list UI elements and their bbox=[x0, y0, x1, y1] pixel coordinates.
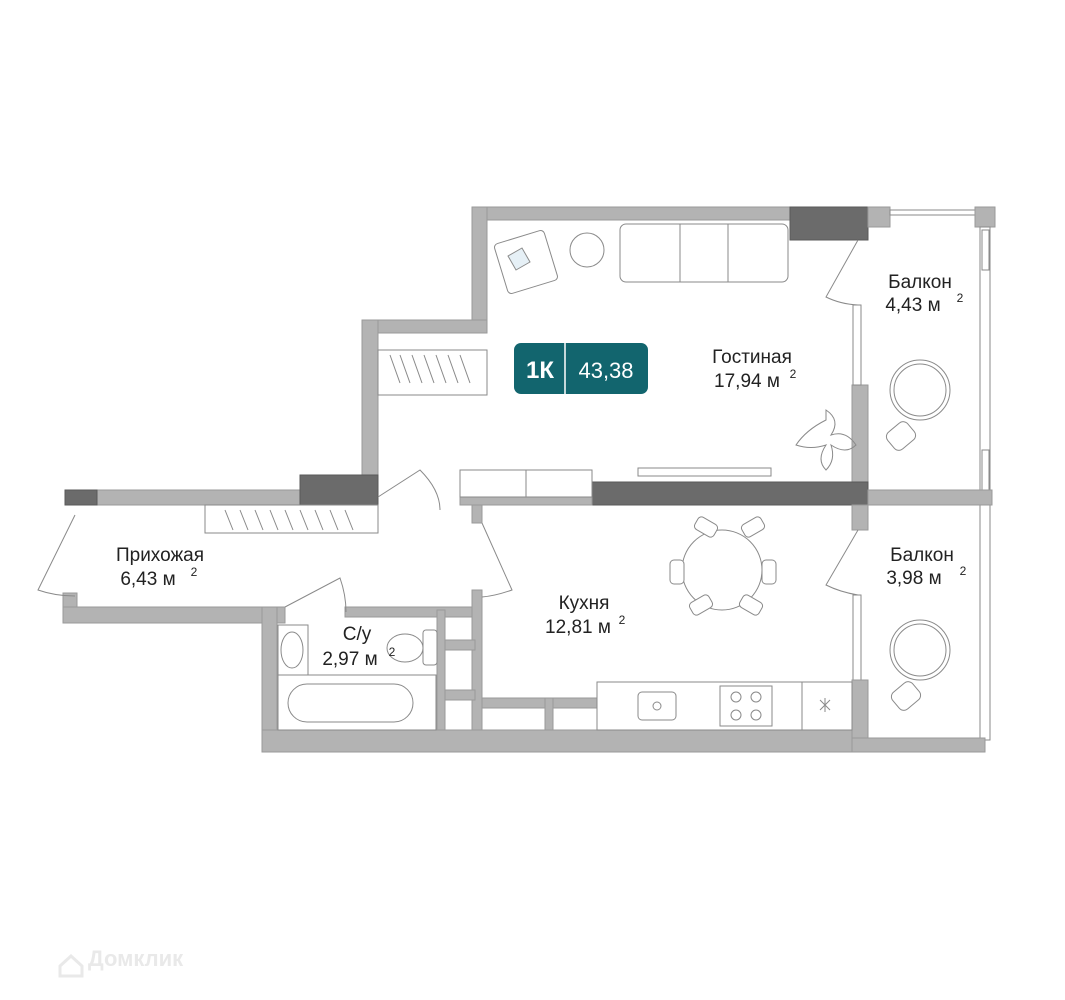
room-label-kitchen: Кухня 12,81 м 2 bbox=[545, 593, 626, 638]
room-name: Прихожая bbox=[116, 545, 204, 566]
unit-superscript: 2 bbox=[790, 367, 797, 381]
unit-superscript: 2 bbox=[191, 565, 198, 579]
room-area: 2,97 м bbox=[322, 649, 377, 670]
room-label-balcony-1: Балкон 4,43 м 2 bbox=[885, 272, 963, 316]
room-label-living: Гостиная 17,94 м 2 bbox=[712, 347, 797, 392]
apartment-badge: 1К 43,38 bbox=[514, 343, 648, 394]
room-name: Кухня bbox=[559, 593, 610, 614]
room-name: Балкон bbox=[888, 272, 952, 293]
unit-superscript: 2 bbox=[960, 564, 967, 578]
room-name: Балкон bbox=[890, 545, 954, 566]
watermark-text: Домклик bbox=[88, 946, 184, 971]
room-count: 1К bbox=[526, 357, 554, 384]
total-area: 43,38 bbox=[578, 358, 633, 383]
room-name: Гостиная bbox=[712, 347, 792, 368]
room-area: 12,81 м bbox=[545, 617, 611, 638]
unit-superscript: 2 bbox=[619, 613, 626, 627]
house-icon bbox=[58, 953, 84, 978]
watermark: Домклик bbox=[58, 946, 184, 978]
room-label-hallway: Прихожая 6,43 м 2 bbox=[116, 545, 204, 590]
room-label-bathroom: С/у 2,97 м 2 bbox=[322, 624, 395, 670]
unit-superscript: 2 bbox=[957, 291, 964, 305]
doors bbox=[37, 239, 859, 613]
unit-superscript: 2 bbox=[389, 645, 396, 659]
room-area: 17,94 м bbox=[714, 371, 780, 392]
room-area: 4,43 м bbox=[885, 295, 940, 316]
room-label-balcony-2: Балкон 3,98 м 2 bbox=[886, 545, 966, 589]
room-area: 3,98 м bbox=[886, 568, 941, 589]
furniture bbox=[204, 223, 951, 731]
room-area: 6,43 м bbox=[120, 569, 175, 590]
walls bbox=[62, 206, 996, 753]
room-name: С/у bbox=[343, 624, 372, 645]
